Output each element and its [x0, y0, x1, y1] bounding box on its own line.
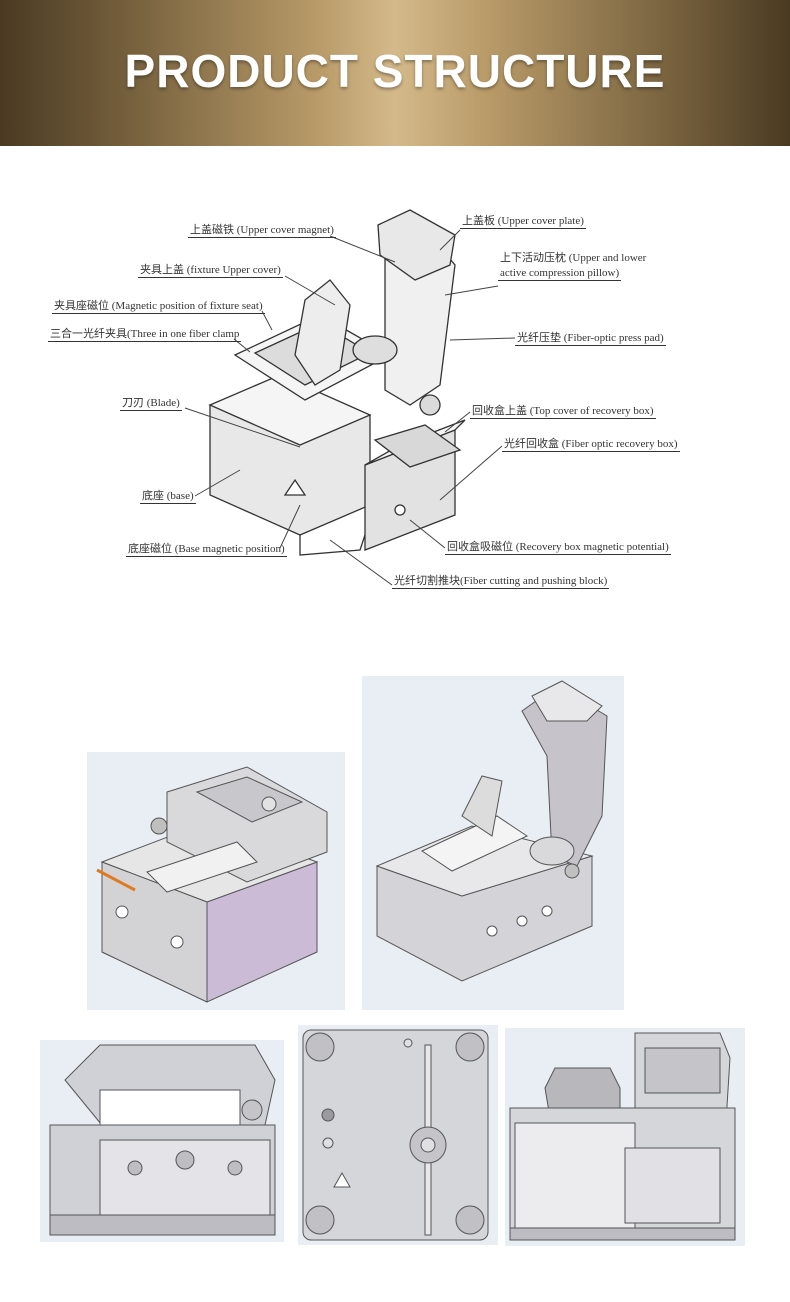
label-compression-pillow-1: 上下活动压枕 (Upper and lower — [500, 252, 647, 264]
label-magnetic-position-fixture-seat: 夹具座磁位 (Magnetic position of fixture seat… — [52, 300, 265, 314]
label-upper-cover-plate: 上盖板 (Upper cover plate) — [460, 215, 586, 229]
label-fiber-optic-press-pad: 光纤压垫 (Fiber-optic press pad) — [515, 332, 666, 346]
label-blade: 刀刃 (Blade) — [120, 397, 182, 411]
render-open-view — [362, 676, 624, 1010]
header-banner: PRODUCT STRUCTURE — [0, 0, 790, 146]
label-fixture-upper-cover: 夹具上盖 (fixture Upper cover) — [138, 264, 283, 278]
render-front-view — [505, 1028, 745, 1246]
label-fiber-cutting-pushing-block: 光纤切割推块(Fiber cutting and pushing block) — [392, 575, 610, 589]
render-side-view — [40, 1040, 284, 1242]
label-base: 底座 (base) — [140, 490, 196, 504]
label-upper-cover-magnet: 上盖磁铁 (Upper cover magnet) — [188, 224, 336, 238]
label-recovery-box-magnetic: 回收盒吸磁位 (Recovery box magnetic potential) — [445, 541, 671, 555]
render-bottom-view — [298, 1025, 498, 1245]
label-base-magnetic-position: 底座磁位 (Base magnetic position) — [126, 543, 287, 557]
label-compression-pillow-2: active compression pillow) — [498, 267, 622, 281]
label-three-in-one-clamp: 三合一光纤夹具(Three in one fiber clamp — [48, 328, 242, 342]
label-fiber-optic-recovery-box: 光纤回收盒 (Fiber optic recovery box) — [502, 438, 680, 452]
label-top-cover-recovery-box: 回收盒上盖 (Top cover of recovery box) — [470, 405, 656, 419]
annotated-structure-drawing — [208, 209, 466, 556]
render-closed-view — [87, 752, 345, 1010]
page-title: PRODUCT STRUCTURE — [124, 45, 666, 97]
